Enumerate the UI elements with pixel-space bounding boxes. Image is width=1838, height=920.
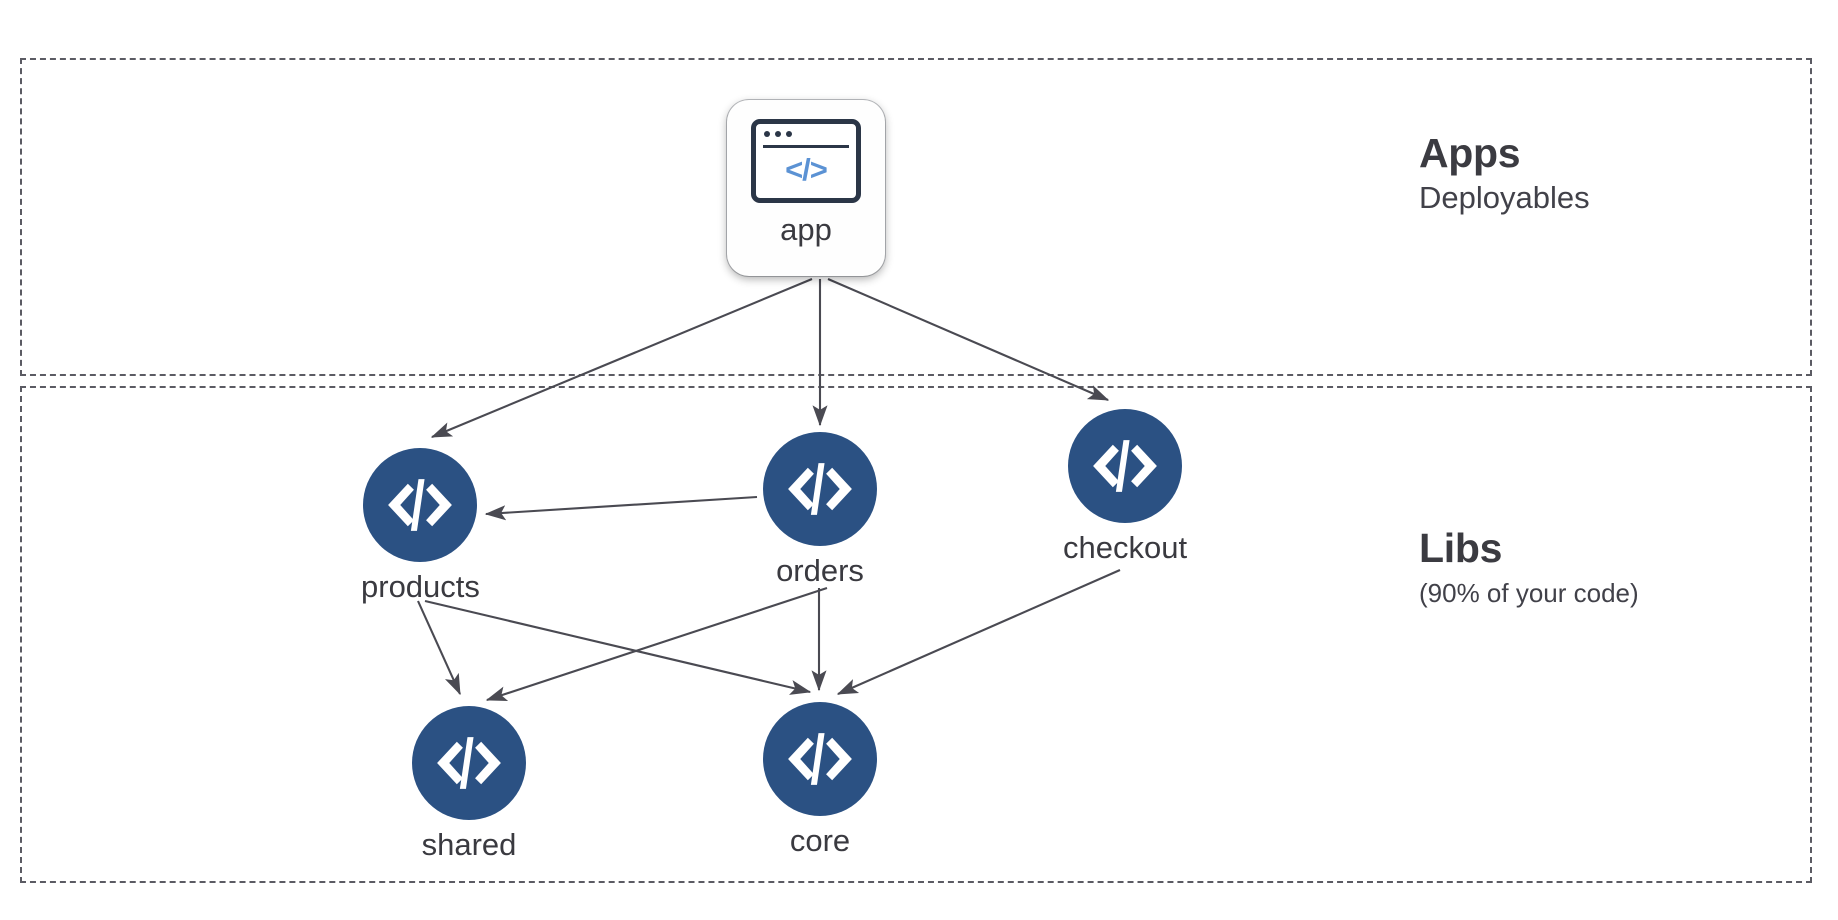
- node-checkout-label: checkout: [1063, 530, 1188, 565]
- code-glyph-icon: [437, 737, 501, 789]
- code-glyph-icon: [388, 479, 453, 531]
- window-dots-icon: [764, 131, 792, 137]
- window-titlebar-rule: [763, 145, 849, 148]
- node-checkout[interactable]: checkout: [1063, 409, 1187, 566]
- code-circle-icon: [763, 702, 877, 816]
- browser-window-icon: </>: [751, 119, 861, 203]
- node-app-label: app: [780, 212, 832, 247]
- zone-libs-subtitle: (90% of your code): [1419, 578, 1639, 609]
- node-products-label: products: [361, 569, 480, 604]
- node-core-label: core: [789, 823, 851, 858]
- code-circle-icon: [363, 448, 478, 562]
- node-orders-label: orders: [776, 553, 864, 588]
- zone-apps-subtitle: Deployables: [1419, 180, 1590, 216]
- node-orders[interactable]: orders: [763, 432, 877, 589]
- code-circle-icon: [412, 706, 526, 820]
- node-core[interactable]: core: [763, 702, 877, 859]
- code-circle-icon: [763, 432, 877, 546]
- zone-libs-title: Libs: [1419, 525, 1503, 571]
- code-glyph-icon: [788, 463, 852, 515]
- node-shared[interactable]: shared: [412, 706, 526, 863]
- node-shared-label: shared: [421, 827, 517, 862]
- zone-caption-libs: Libs (90% of your code): [1419, 525, 1639, 610]
- code-glyph-icon: [788, 733, 852, 785]
- zone-apps-title: Apps: [1419, 130, 1521, 176]
- code-glyph-icon: </>: [785, 151, 828, 187]
- code-circle-icon: [1068, 409, 1183, 523]
- code-glyph-icon: [1093, 440, 1157, 492]
- zone-libs: [20, 386, 1812, 883]
- zone-caption-apps: Apps Deployables: [1419, 130, 1590, 218]
- node-app[interactable]: </> app: [727, 100, 885, 276]
- node-products[interactable]: products: [361, 448, 480, 605]
